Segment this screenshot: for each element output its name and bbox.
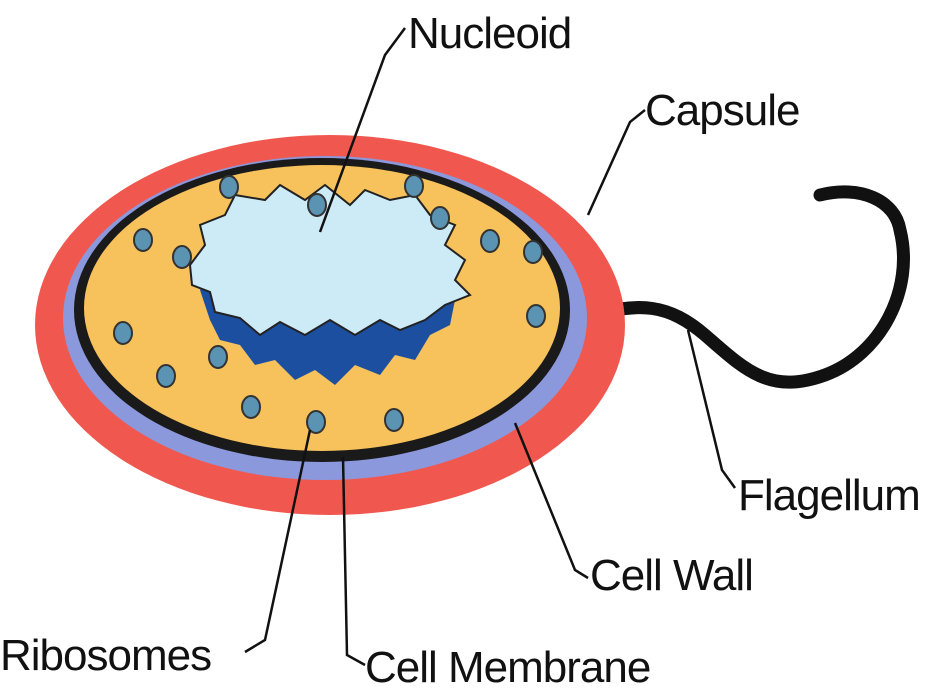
ribosome — [405, 175, 423, 197]
ribosome — [157, 365, 175, 387]
label-capsule: Capsule — [645, 86, 799, 135]
ribosome — [220, 176, 238, 198]
ribosome — [527, 305, 545, 327]
ribosome — [307, 411, 325, 433]
ribosome — [524, 241, 542, 263]
label-ribosomes: Ribosomes — [0, 631, 211, 680]
ribosome — [481, 230, 499, 252]
label-cell-wall: Cell Wall — [590, 551, 753, 600]
ribosome — [242, 396, 260, 418]
ribosome — [173, 246, 191, 268]
ribosome — [209, 346, 227, 368]
label-nucleoid: Nucleoid — [408, 9, 571, 58]
ribosome — [308, 194, 326, 216]
ribosome — [431, 207, 449, 229]
ribosome — [385, 409, 403, 431]
ribosome — [114, 322, 132, 344]
label-cell-membrane: Cell Membrane — [365, 643, 650, 692]
ribosome — [134, 229, 152, 251]
label-flagellum: Flagellum — [738, 471, 920, 520]
flagellum — [585, 192, 903, 382]
capsule-leader — [588, 110, 645, 215]
